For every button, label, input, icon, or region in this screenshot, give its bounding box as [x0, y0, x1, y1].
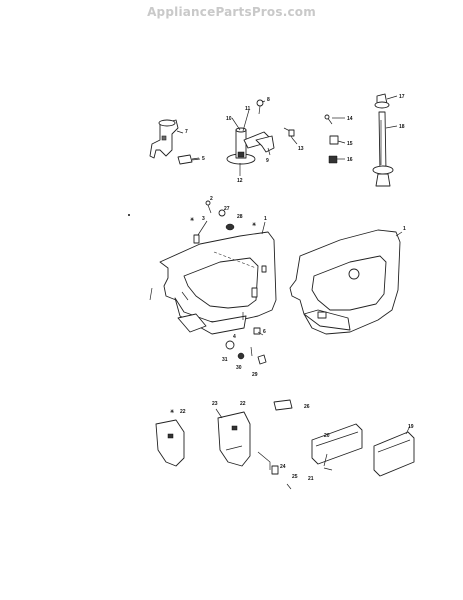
callout-label: 1 [403, 226, 406, 232]
callout-label: 23 [212, 401, 218, 407]
callout-label: 4 [233, 334, 236, 340]
part-small-block [273, 399, 293, 411]
callout-label: 19 [408, 424, 414, 430]
callout-label: 24 [280, 464, 286, 470]
callout-labels: 1 1 2 3 4 5 6 7 8 9 10 11 12 13 14 15 16… [180, 94, 414, 482]
callout-label: 17 [399, 94, 405, 100]
part-screw [256, 99, 264, 115]
part-lever [255, 135, 275, 153]
part-screw-long [324, 114, 333, 125]
callout-label: 13 [298, 146, 304, 152]
callout-label: 21 [308, 476, 314, 482]
part-cover-obsolete [155, 419, 185, 467]
site-watermark: AppliancePartsPros.com [147, 5, 316, 19]
callout-label: 7 [185, 129, 188, 135]
leader-lines [176, 95, 411, 467]
part-faceplate-left [159, 231, 277, 335]
part-pin [283, 127, 295, 139]
part-faceplate-right [289, 229, 401, 335]
callout-label: 8 [267, 97, 270, 103]
part-nut [329, 135, 339, 145]
part-small-clip [177, 154, 200, 165]
callout-label: 11 [245, 106, 251, 112]
callout-label: 1 [264, 216, 267, 222]
callout-label: 26 [304, 404, 310, 410]
callout-label: 15 [347, 141, 353, 147]
callout-label: 18 [399, 124, 405, 130]
callout-label: 31 [222, 357, 228, 363]
obsolete-markers: ✳ ✳ ✳ [170, 217, 257, 415]
part-spindle [372, 93, 394, 187]
assembly-guide-line [213, 251, 257, 269]
callout-label: 20 [324, 433, 330, 439]
marker-dot [127, 213, 131, 217]
callout-label: 28 [237, 214, 243, 220]
part-screw-top [205, 200, 212, 214]
svg-text:✳: ✳ [252, 222, 257, 228]
callout-label: 29 [252, 372, 258, 378]
part-hinge [257, 451, 292, 490]
callout-label: 30 [236, 365, 242, 371]
callout-label: 2 [210, 196, 213, 202]
part-cover [217, 411, 251, 467]
part-tab [193, 234, 200, 244]
svg-text:✳: ✳ [170, 409, 175, 415]
part-block-cover [373, 431, 415, 477]
part-shaft-assembly [226, 127, 271, 165]
part-cap [328, 155, 338, 164]
callout-label: 16 [347, 157, 353, 163]
part-bracket [149, 119, 179, 159]
callout-label: 27 [224, 206, 230, 212]
callout-label: 9 [266, 158, 269, 164]
callout-label: 25 [292, 474, 298, 480]
svg-text:✳: ✳ [190, 217, 195, 223]
callout-label: 14 [347, 116, 353, 122]
part-washer [218, 209, 235, 231]
part-trim-piece [311, 423, 363, 471]
part-grommets [225, 327, 267, 365]
callout-label: 22 [240, 401, 246, 407]
callout-label: 10 [226, 116, 232, 122]
callout-label: 12 [237, 178, 243, 184]
callout-label: 5 [202, 156, 205, 162]
callout-label: 6 [263, 329, 266, 335]
part-screws-lower [149, 287, 253, 357]
callout-label: 3 [202, 216, 205, 222]
callout-label: 22 [180, 409, 186, 415]
